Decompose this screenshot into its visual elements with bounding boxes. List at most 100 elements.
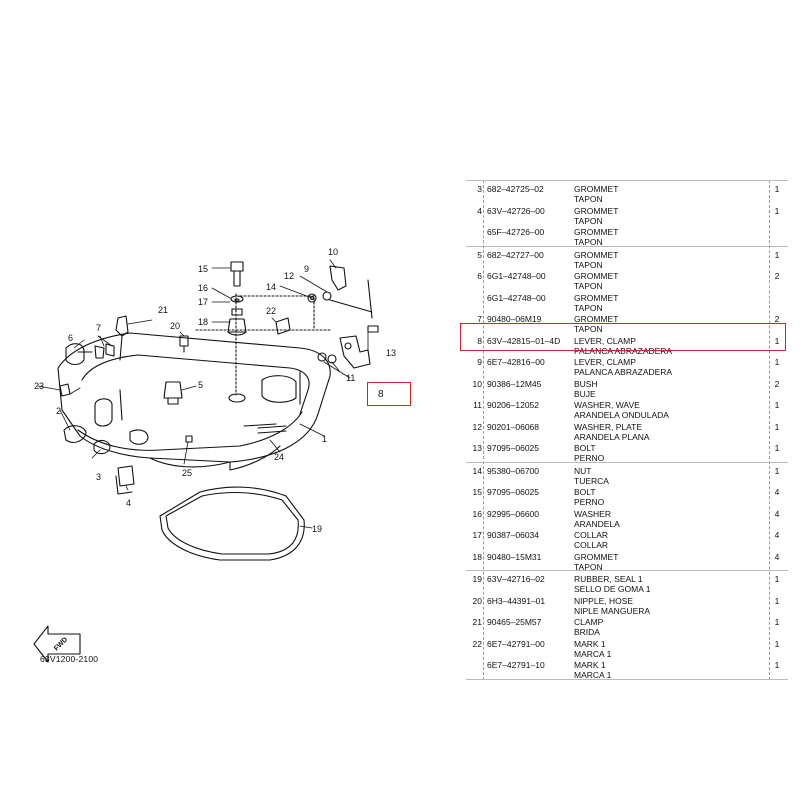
part-description: WASHER, WAVE (574, 400, 640, 410)
part-number-index: 15 (472, 487, 482, 497)
part-description-es: BRIDA (574, 627, 600, 637)
part-description-es: SELLO DE GOMA 1 (574, 584, 651, 594)
part-number-index: 6 (477, 271, 482, 281)
part-description: RUBBER, SEAL 1 (574, 574, 643, 584)
column-divider (769, 180, 770, 680)
part-description-es: ARANDELA (574, 518, 620, 529)
part-number-index: 7 (477, 314, 482, 324)
part-quantity: 4 (774, 530, 780, 540)
part-code: 90206–12052 (487, 400, 540, 410)
part-quantity: 1 (774, 660, 780, 670)
part-number-index: 12 (472, 421, 482, 432)
part-description: NIPPLE, HOSE (574, 595, 634, 606)
callout-4: 4 (126, 498, 131, 508)
part-code: 95380–06700 (487, 465, 540, 476)
part-description: COLLAR (574, 530, 609, 540)
callout-18: 18 (198, 317, 208, 327)
callout-16: 16 (198, 283, 208, 293)
callout-22: 22 (266, 306, 276, 316)
part-description-es: PALANCA ABRAZADERA (574, 367, 673, 377)
part-quantity: 1 (774, 638, 780, 649)
part-quantity: 1 (774, 421, 780, 432)
part-code: 63V–42716–02 (487, 574, 545, 584)
part-code: 6H3–44391–01 (487, 595, 546, 606)
part-description: GROMMET (574, 314, 619, 324)
part-description-es: TAPON (574, 237, 603, 247)
part-description-es: MARCA 1 (574, 648, 612, 659)
callout-19: 19 (312, 524, 322, 534)
part-description-es: TAPON (574, 561, 603, 572)
part-description-es: TUERCA (574, 475, 609, 486)
fwd-arrow-label: FWD (53, 636, 69, 652)
part-description: LEVER, CLAMP (574, 357, 636, 367)
part-number-index: 14 (472, 465, 482, 476)
part-quantity: 1 (774, 357, 780, 367)
part-description-es: BUJE (574, 388, 596, 399)
part-code: 90465–25M57 (487, 617, 542, 627)
callout-21: 21 (158, 305, 168, 315)
part-code: 90201–06068 (487, 421, 540, 432)
part-code: 682–42727–00 (487, 249, 544, 260)
part-number-index: 8 (477, 335, 482, 346)
callout-15: 15 (198, 264, 208, 274)
part-description: GROMMET (574, 292, 619, 303)
part-description: NUT (574, 465, 592, 476)
highlighted-callout-8: 8 (367, 382, 411, 406)
callout-12: 12 (284, 271, 294, 281)
part-number-index: 22 (472, 638, 482, 649)
part-description-es: TAPON (574, 215, 603, 226)
part-quantity: 2 (774, 314, 780, 324)
part-quantity: 4 (774, 551, 780, 562)
callout-17: 17 (198, 297, 208, 307)
part-description: GROMMET (574, 184, 619, 194)
part-quantity: 1 (774, 465, 780, 476)
part-number-index: 9 (477, 357, 482, 367)
part-description: CLAMP (574, 617, 604, 627)
part-number-index: 20 (472, 595, 482, 606)
part-number-index: 4 (477, 205, 482, 216)
part-quantity: 4 (774, 508, 780, 519)
bottom-cowling (57, 332, 331, 463)
part-description-es: PERNO (574, 497, 605, 507)
part-number-index: 21 (472, 617, 482, 627)
part-description: MARK 1 (574, 638, 606, 649)
part-code: 90387–06034 (487, 530, 540, 540)
part-description-es: ARANDELA ONDULADA (574, 410, 669, 420)
part-quantity: 1 (774, 249, 780, 260)
part-quantity: 4 (774, 487, 780, 497)
callout-10: 10 (328, 247, 338, 257)
part-description: BUSH (574, 378, 598, 389)
part-description-es: COLLAR (574, 540, 609, 550)
part-description: BOLT (574, 443, 596, 453)
part-quantity: 1 (774, 205, 780, 216)
part-quantity: 1 (774, 443, 780, 453)
part-quantity: 1 (774, 574, 780, 584)
part-number-index: 10 (472, 378, 482, 389)
part-description-es: ARANDELA PLANA (574, 431, 650, 442)
part-description: GROMMET (574, 551, 619, 562)
part-description: WASHER (574, 508, 611, 519)
callout-14: 14 (266, 282, 276, 292)
part-number-index: 16 (472, 508, 482, 519)
callout-9: 9 (304, 264, 309, 274)
part-quantity: 1 (774, 184, 780, 194)
part-quantity: 1 (774, 595, 780, 606)
callout-1: 1 (322, 434, 327, 444)
part-code: 97095–06025 (487, 443, 540, 453)
part-number-index: 5 (477, 249, 482, 260)
